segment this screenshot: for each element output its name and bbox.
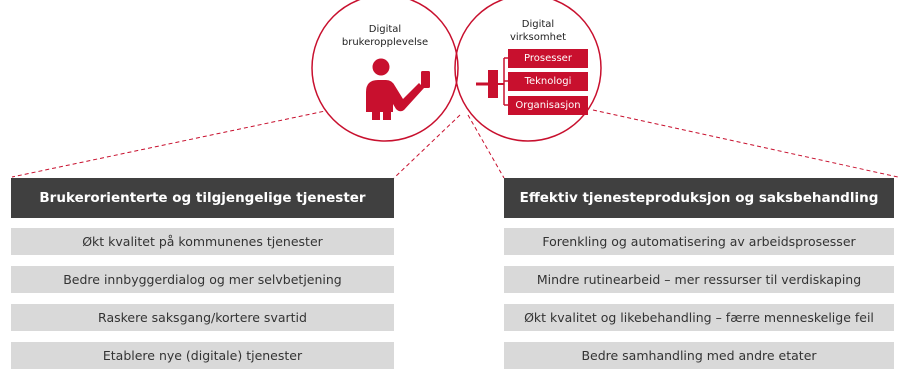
left-item-2: Bedre innbyggerdialog og mer selvbetjeni… bbox=[11, 266, 394, 293]
connector-line-center-right bbox=[467, 114, 505, 179]
connector-line-center-left bbox=[393, 114, 461, 179]
right-circle-label-line2: virksomhet bbox=[509, 32, 567, 43]
person-icon bbox=[366, 58, 430, 120]
left-item-4: Etablere nye (digitale) tjenester bbox=[11, 342, 394, 369]
box-teknologi: Teknologi bbox=[508, 72, 588, 91]
left-column-title: Brukerorienterte og tilgjengelige tjenes… bbox=[11, 178, 394, 218]
left-circle-label-line1: Digital bbox=[368, 24, 402, 35]
left-item-3: Raskere saksgang/kortere svartid bbox=[11, 304, 394, 331]
left-circle-label-line2: brukeropplevelse bbox=[341, 37, 429, 48]
right-circle-label-line1: Digital bbox=[521, 19, 555, 30]
right-item-1: Forenkling og automatisering av arbeidsp… bbox=[504, 228, 894, 255]
box-prosesser: Prosesser bbox=[508, 49, 588, 68]
box-organisasjon: Organisasjon bbox=[508, 96, 588, 115]
connector-line-left bbox=[11, 109, 331, 178]
connector-icon bbox=[476, 57, 508, 106]
circle-digital-virksomhet bbox=[454, 0, 602, 142]
right-circle-label: Digital virksomhet bbox=[499, 18, 577, 44]
right-item-4: Bedre samhandling med andre etater bbox=[504, 342, 894, 369]
right-item-2: Mindre rutinearbeid – mer ressurser til … bbox=[504, 266, 894, 293]
connector-line-right bbox=[592, 109, 899, 178]
left-item-1: Økt kvalitet på kommunenes tjenester bbox=[11, 228, 394, 255]
left-circle-label: Digital brukeropplevelse bbox=[337, 23, 433, 49]
right-column-title: Effektiv tjenesteproduksjon og saksbehan… bbox=[504, 178, 894, 218]
right-item-3: Økt kvalitet og likebehandling – færre m… bbox=[504, 304, 894, 331]
